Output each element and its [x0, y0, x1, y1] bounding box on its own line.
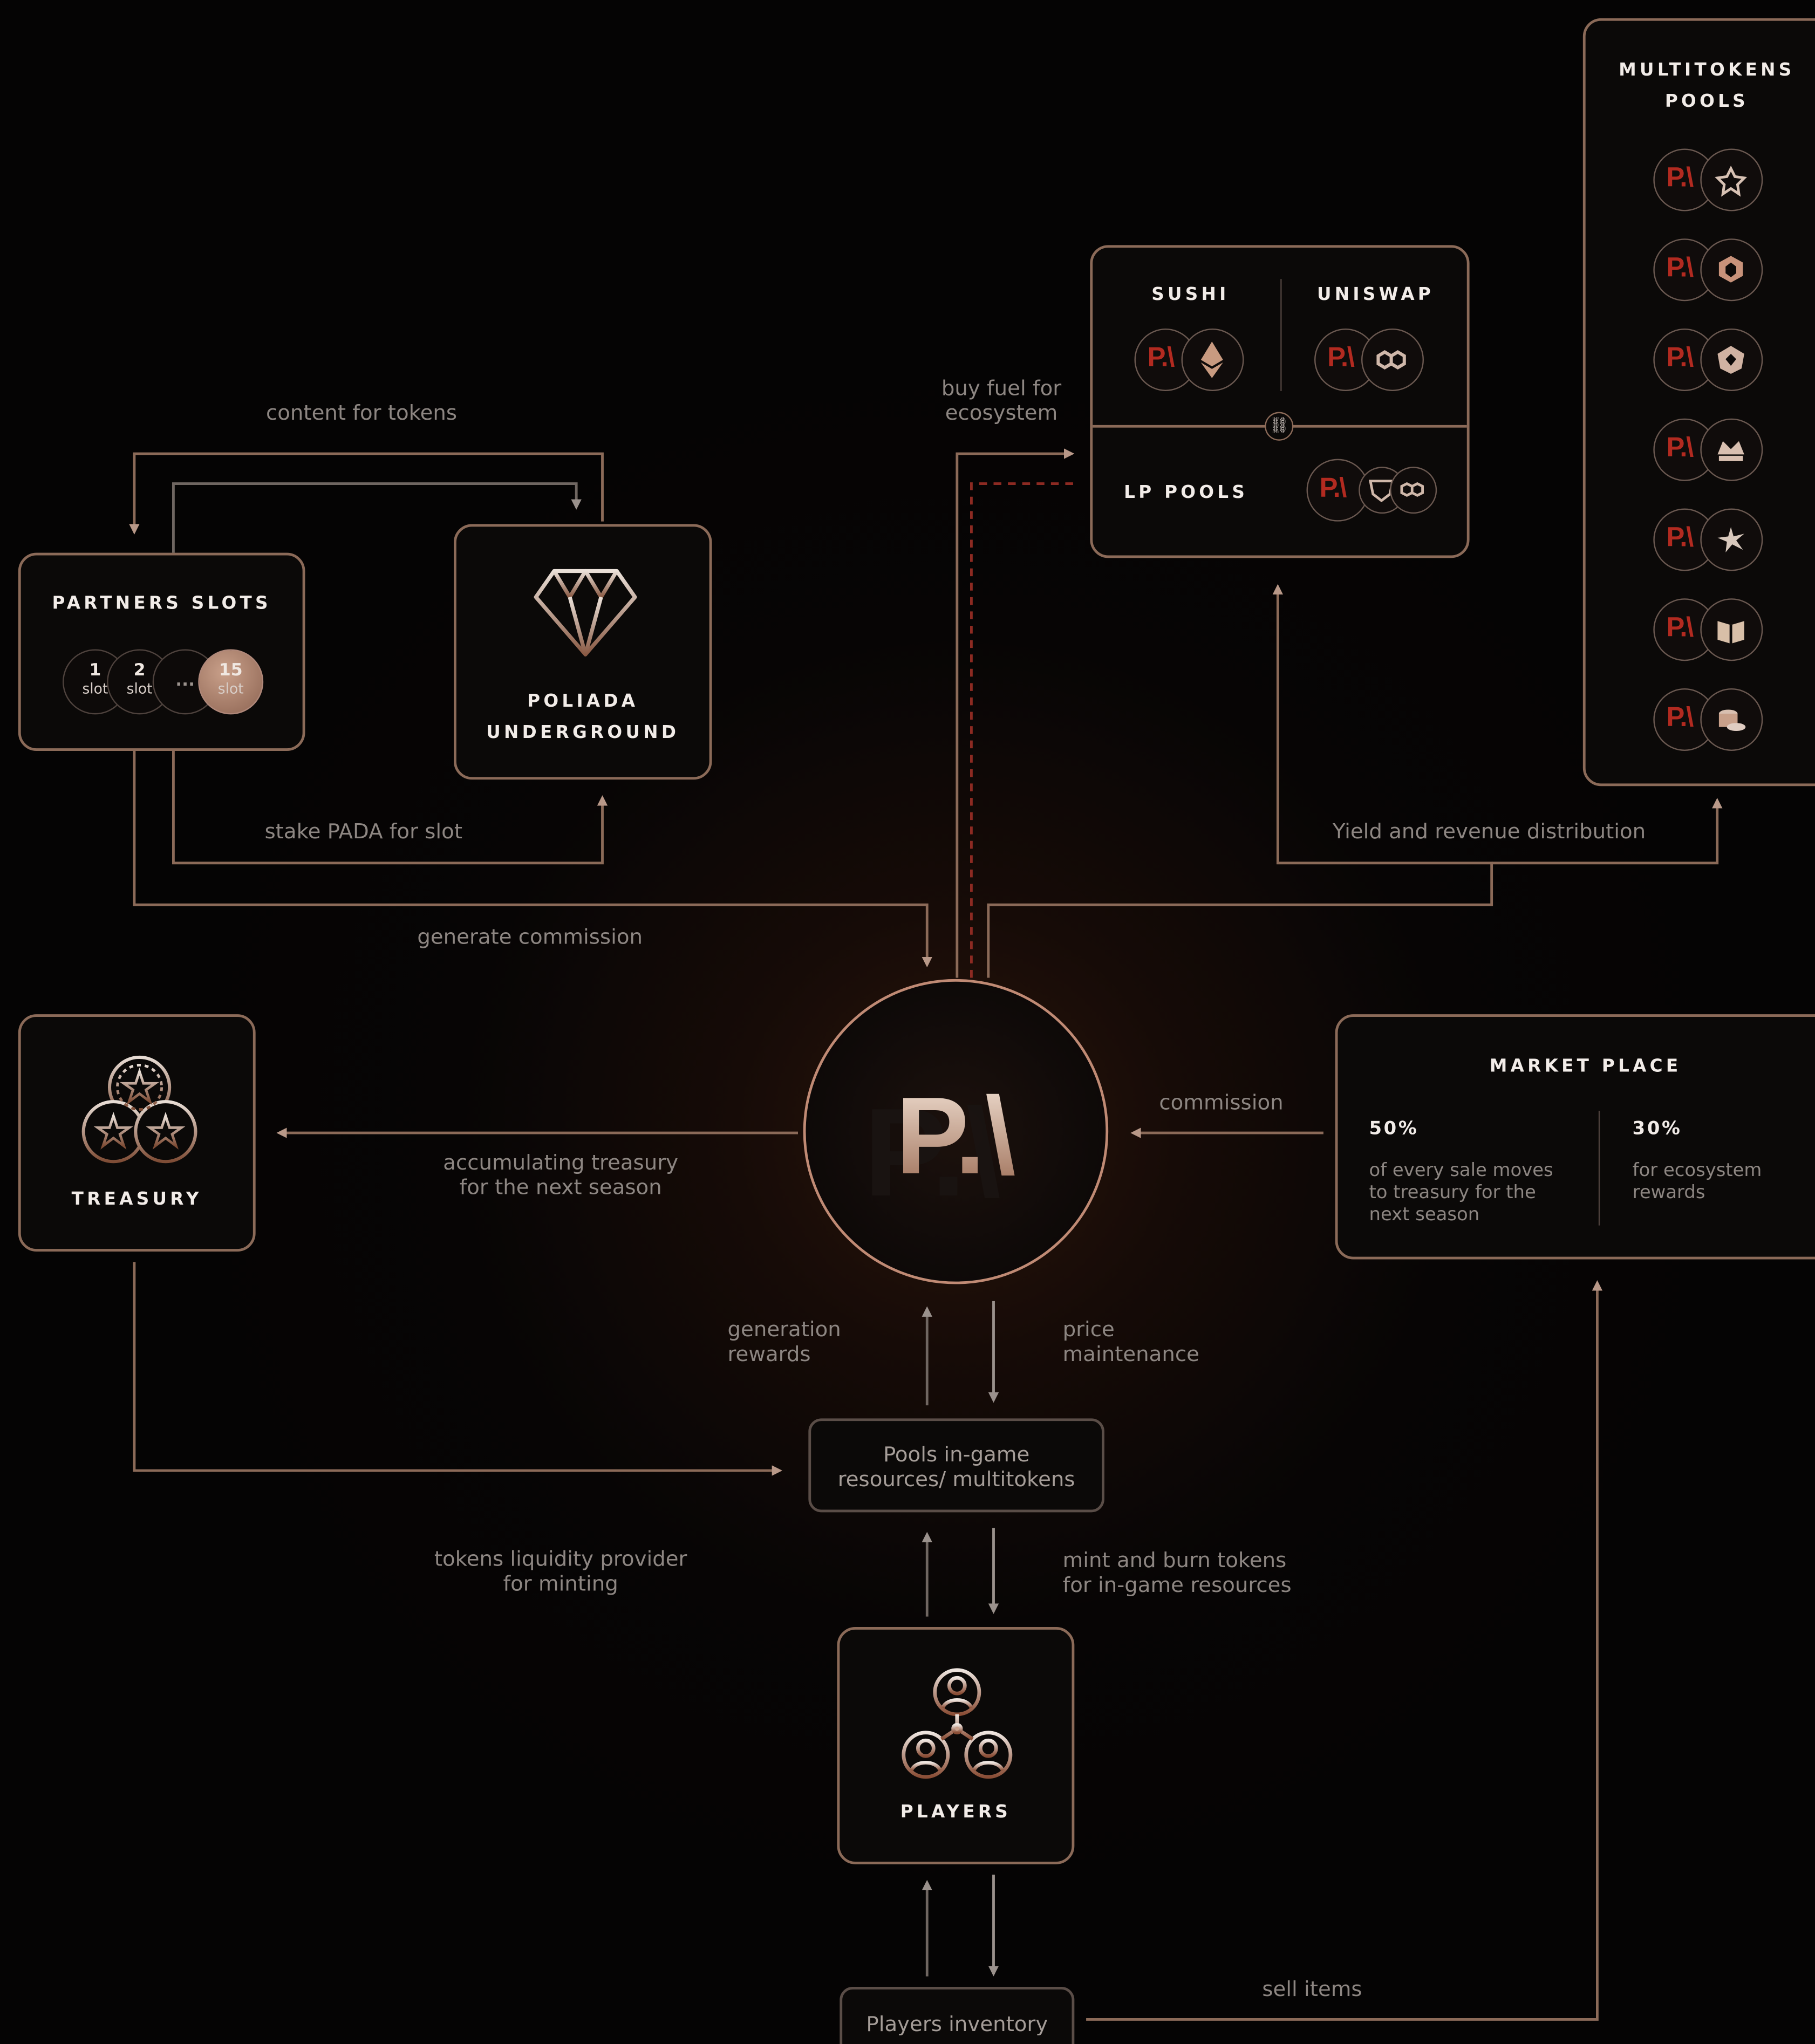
multitoken-game-icon — [1700, 418, 1763, 481]
edge-buy-fuel — [956, 448, 1075, 978]
multitoken-game-icon — [1700, 148, 1763, 211]
pada-token-icon: P.\ — [1134, 329, 1197, 392]
multitoken-game-icon — [1700, 688, 1763, 751]
edge-generate-commission — [133, 751, 932, 968]
label-stake-pada: stake PADA for slot — [264, 818, 462, 844]
edge-stake-pada — [172, 751, 608, 865]
players-network-icon — [902, 1668, 1013, 1779]
polygon-token-icon-small — [1390, 467, 1437, 514]
label-content-for-tokens: content for tokens — [266, 400, 458, 425]
center-logo-text: P.\ — [896, 1075, 1015, 1197]
market-place-title: MARKET PLACE — [1489, 1056, 1682, 1077]
treasury-node: TREASURY — [18, 1014, 256, 1252]
poliada-title-line2: UNDERGROUND — [486, 722, 680, 743]
players-inventory-label: Players inventory — [866, 2011, 1048, 2036]
market-place-node: MARKET PLACE 50% of every sale moves to … — [1335, 1014, 1815, 1260]
multitoken-game-icon — [1700, 238, 1763, 302]
uniswap-label: UNISWAP — [1317, 284, 1435, 305]
poliada-title-line1: POLIADA — [527, 691, 639, 712]
link-icon: ⛓ — [1265, 412, 1294, 441]
multitokens-pools-node: MULTITOKENS POOLS P.\P.\P.\P.\P.\P.\P.\ — [1582, 18, 1815, 787]
edge-content-for-tokens-inner — [172, 482, 582, 553]
ethereum-icon — [1181, 329, 1244, 392]
edge-content-for-tokens-outer — [129, 452, 604, 535]
multitokens-title-line1: MULTITOKENS — [1619, 60, 1795, 81]
label-yield-revenue: Yield and revenue distribution — [1332, 818, 1646, 844]
multitokens-title-line2: POOLS — [1664, 91, 1749, 112]
market-right-value: 30% — [1632, 1118, 1682, 1140]
players-node: PLAYERS — [837, 1627, 1075, 1864]
coins-star-icon — [81, 1055, 197, 1164]
multitoken-game-icon — [1700, 508, 1763, 571]
market-left-desc: of every sale moves to treasury for the … — [1369, 1160, 1553, 1226]
market-right-desc: for ecosystem rewards — [1632, 1160, 1762, 1204]
edge-yield-revenue — [987, 584, 1493, 978]
partners-slots-title: PARTNERS SLOTS — [52, 593, 271, 614]
multitoken-game-icon — [1700, 598, 1763, 661]
players-title: PLAYERS — [900, 1801, 1012, 1823]
poliada-underground-node: POLIADA UNDERGROUND — [454, 524, 712, 780]
edge-treasury-pools — [133, 1262, 783, 1476]
sushi-label: SUSHI — [1151, 284, 1230, 305]
edge-dashed-red — [970, 482, 1076, 978]
diamond-icon — [534, 569, 637, 657]
label-generate-commission: generate commission — [417, 924, 643, 949]
players-inventory-node: Players inventory — [840, 1987, 1075, 2044]
market-left-value: 50% — [1369, 1118, 1419, 1140]
edge-yield-multitokens — [1491, 798, 1723, 865]
multitoken-pada-icon: P.\ — [1653, 688, 1716, 751]
treasury-title: TREASURY — [71, 1189, 202, 1210]
dex-divider — [1280, 279, 1282, 392]
polygon-icon — [1361, 329, 1424, 392]
market-divider — [1598, 1111, 1600, 1226]
dex-pools-node: ⛓ SUSHI UNISWAP P.\ P.\ LP POOLS P.\ — [1090, 245, 1470, 558]
lp-pools-label: LP POOLS — [1124, 482, 1248, 503]
label-commission: commission — [1159, 1090, 1284, 1115]
multitoken-game-icon — [1700, 329, 1763, 392]
center-logo-node: P.\ P.\ — [803, 979, 1109, 1284]
label-sell-items: sell items — [1262, 1976, 1362, 2001]
svg-text:P.\: P.\ — [864, 1083, 1001, 1222]
edge-sell-items — [1086, 1280, 1603, 2021]
